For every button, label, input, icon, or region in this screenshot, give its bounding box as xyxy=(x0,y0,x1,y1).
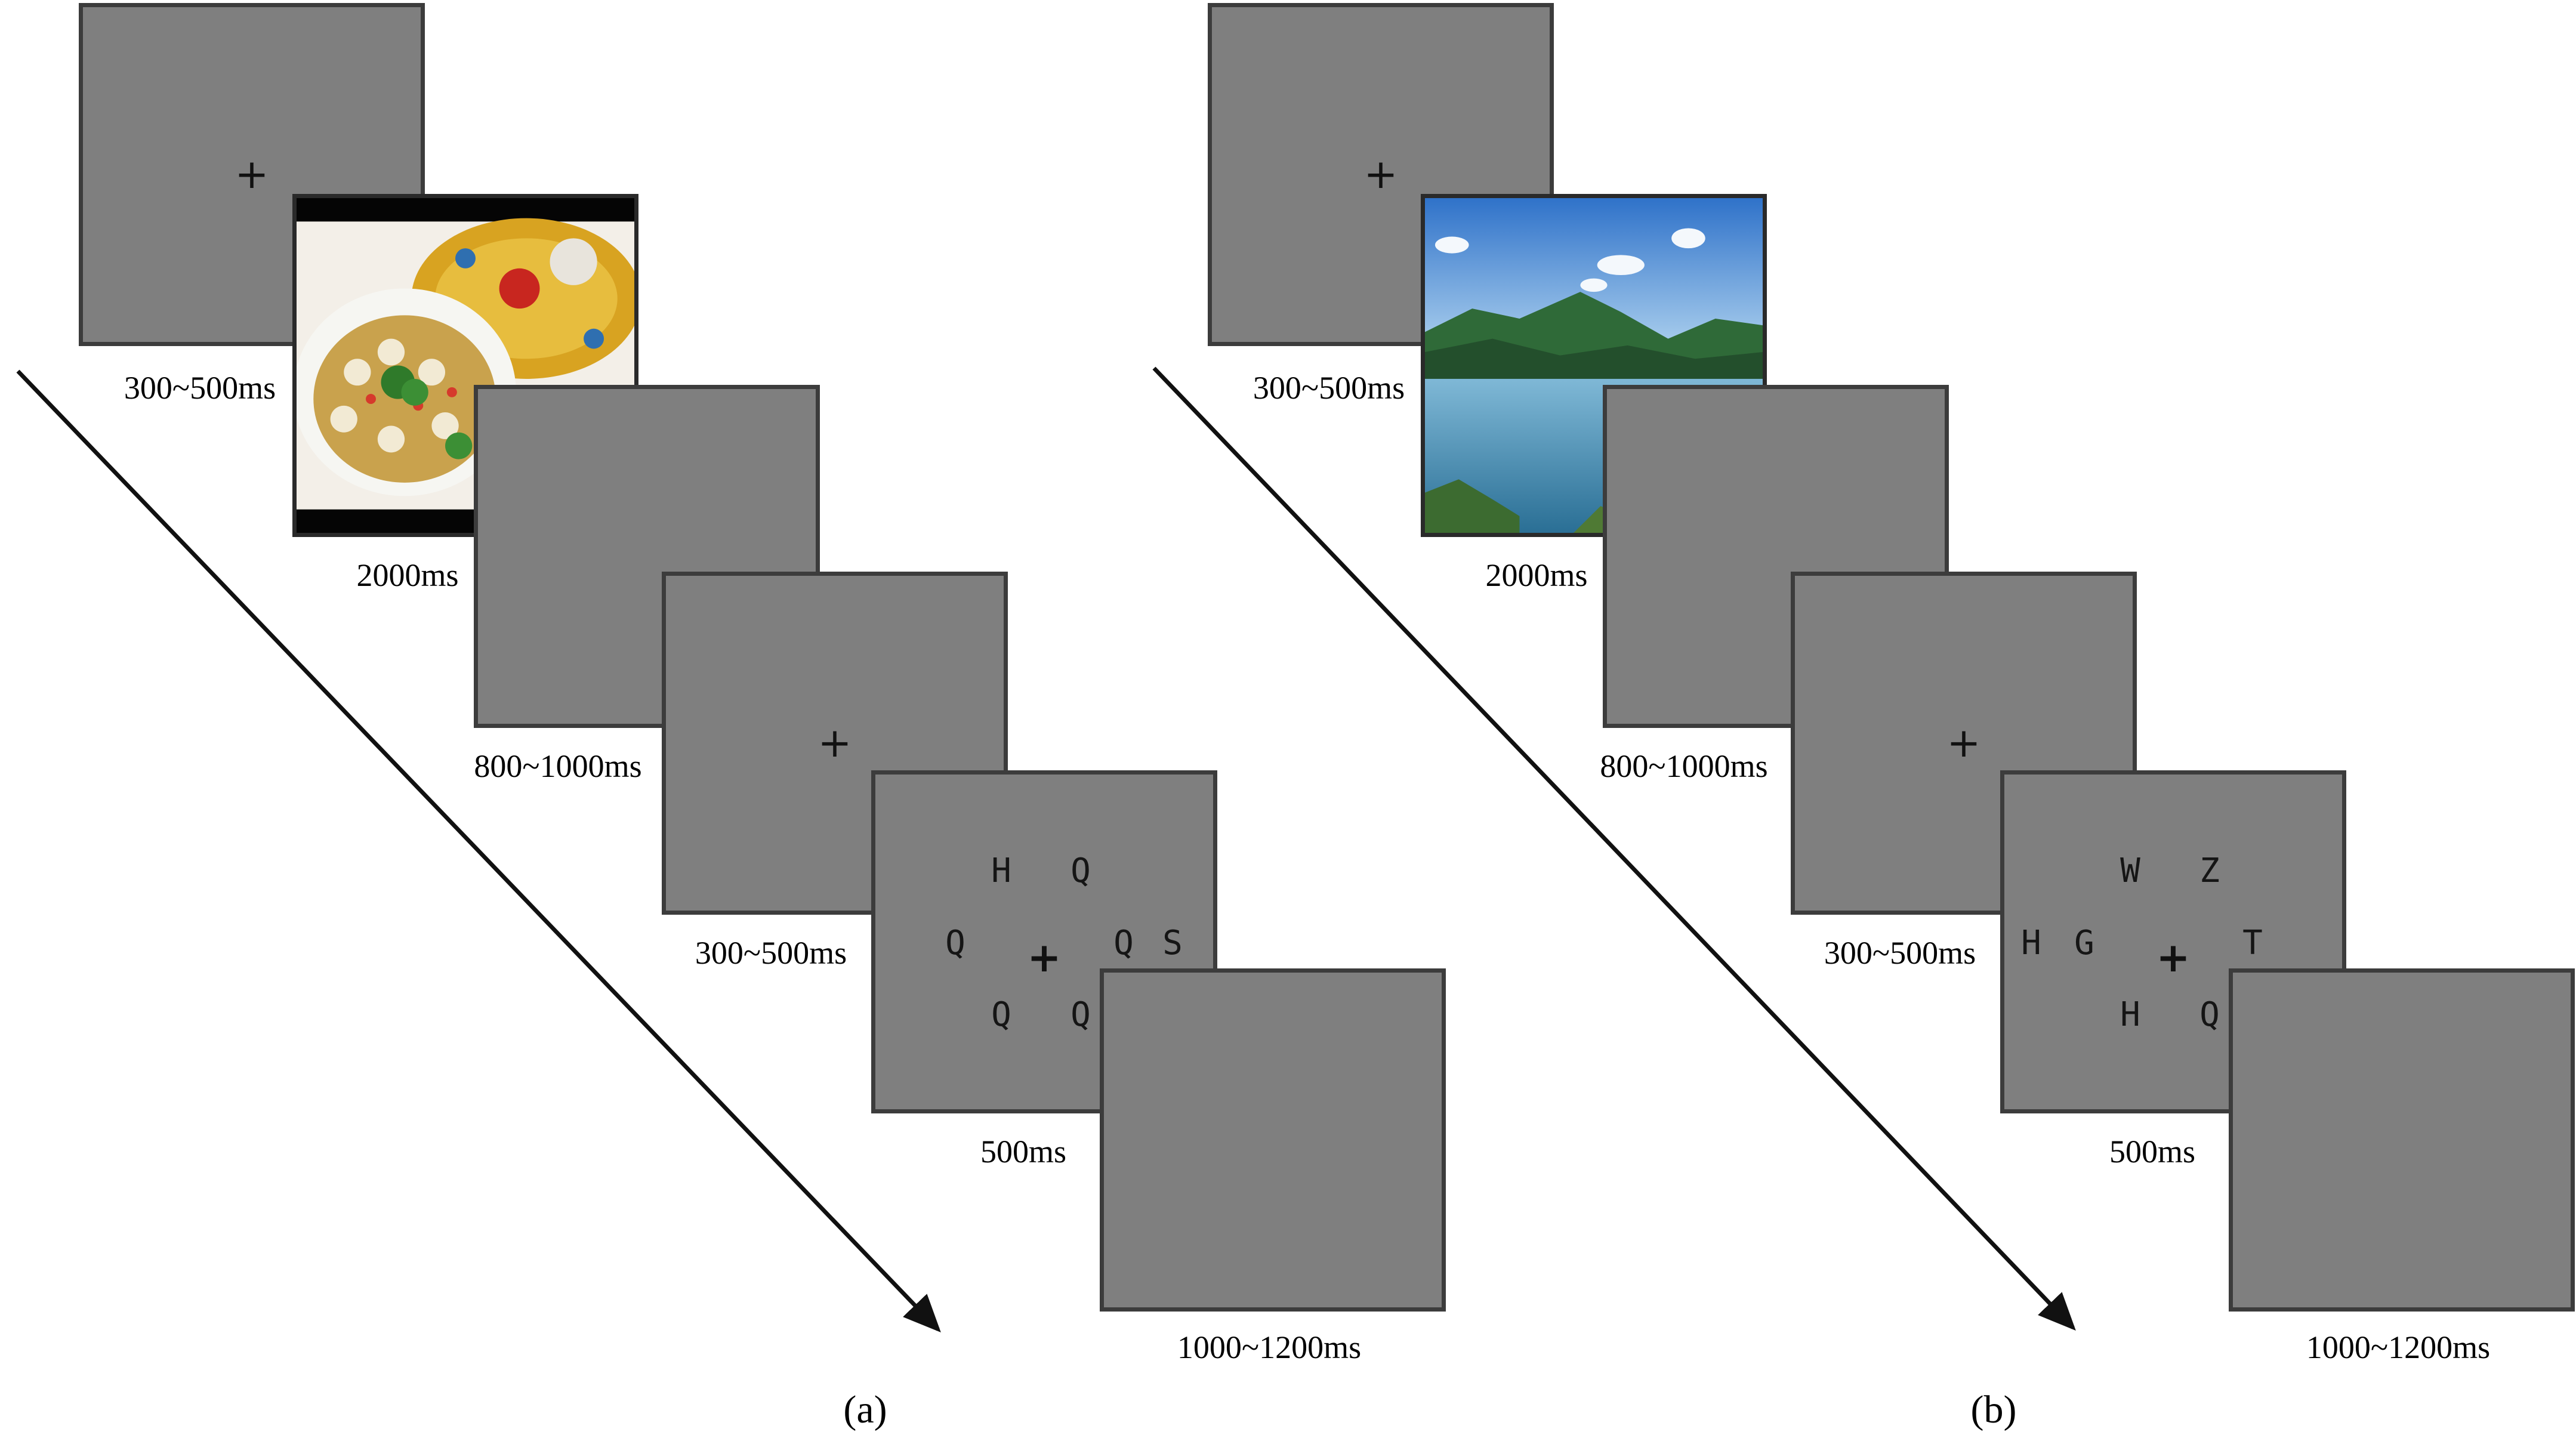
timing-label: 300~500ms xyxy=(695,935,847,971)
search-letter: Q xyxy=(945,924,965,962)
fixation-cross: + xyxy=(1946,719,1981,767)
search-letter: Q xyxy=(1070,851,1091,890)
search-letter: Q xyxy=(1113,924,1134,962)
search-letter: G xyxy=(2074,924,2094,962)
timing-label: 1000~1200ms xyxy=(1177,1329,1362,1365)
search-letter: H xyxy=(2120,995,2140,1034)
fixation-cross: + xyxy=(817,719,852,767)
search-letter: S xyxy=(1162,924,1183,962)
search-letter: Q xyxy=(1070,995,1091,1034)
timing-label: 300~500ms xyxy=(1252,370,1405,406)
blank-screen-2 xyxy=(2229,968,2575,1312)
timing-label: 2000ms xyxy=(356,557,459,593)
fixation-screen-1: + xyxy=(79,3,425,346)
search-letter: Q xyxy=(2199,995,2220,1034)
panel-label: (b) xyxy=(1970,1388,2017,1431)
timing-label: 2000ms xyxy=(1485,557,1588,593)
search-letter: T xyxy=(2242,924,2263,962)
timing-label: 800~1000ms xyxy=(1600,748,1768,784)
search-letter: Z xyxy=(2199,851,2220,890)
fixation-cross: + xyxy=(1363,150,1398,198)
search-letter: H xyxy=(2021,924,2041,962)
search-letter: Q xyxy=(991,995,1011,1034)
search-letter: H xyxy=(991,851,1011,890)
timing-label: 300~500ms xyxy=(1824,935,1976,971)
timing-label: 500ms xyxy=(2109,1134,2196,1170)
fixation-cross: + xyxy=(1027,934,1062,982)
time-arrow-b xyxy=(1152,366,2076,1331)
lake-landscape-image xyxy=(1425,198,1763,533)
fixation-cross: + xyxy=(235,150,269,198)
fixation-cross: + xyxy=(2156,934,2191,982)
panel-label: (a) xyxy=(843,1388,887,1431)
time-arrow-a xyxy=(16,369,941,1333)
timing-label: 800~1000ms xyxy=(474,748,642,784)
landscape-picture-screen xyxy=(1421,194,1767,537)
blank-screen-2 xyxy=(1100,968,1446,1312)
search-letter: W xyxy=(2120,851,2140,890)
letter-search-screen: W Z H G T H Q + xyxy=(2000,770,2346,1113)
timing-label: 500ms xyxy=(980,1134,1067,1170)
timing-label: 300~500ms xyxy=(124,370,276,406)
timing-label: 1000~1200ms xyxy=(2306,1329,2491,1365)
